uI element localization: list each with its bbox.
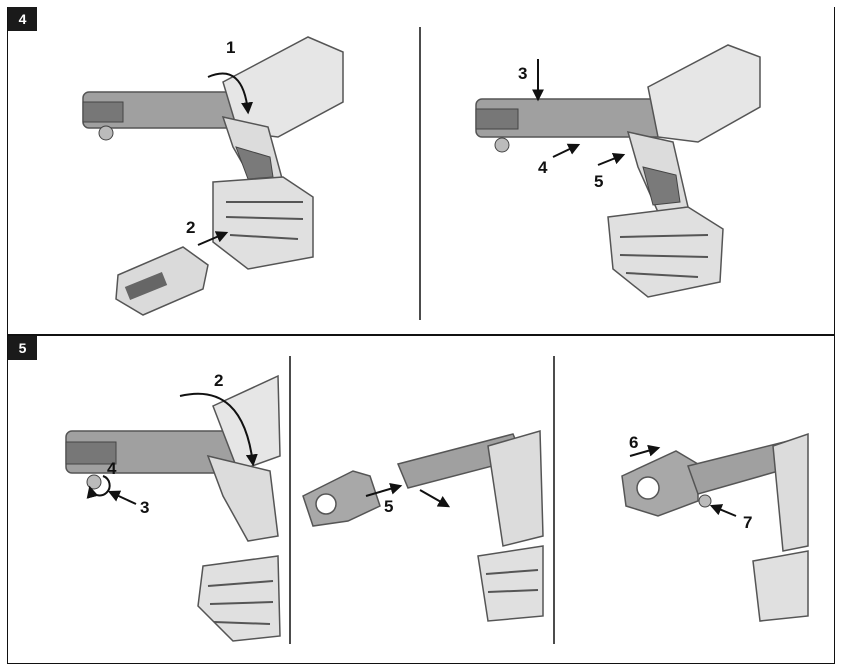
press-tool-panel-4b: 3 4 5: [475, 44, 761, 298]
figure-4: 4 1 2: [7, 7, 835, 335]
battery-mount: [197, 555, 281, 642]
callout-7: 7: [743, 513, 752, 532]
rotate-arrow-1: [207, 72, 254, 115]
insert-arrow-2: [197, 231, 229, 246]
callout-3: 3: [518, 64, 527, 83]
barrel-jaw-slot: [65, 441, 117, 465]
figure-number-5: 5: [8, 336, 37, 360]
insert-arrow: [365, 482, 403, 497]
press-tool-panel-4a: 1 2: [82, 36, 344, 316]
figure-number-4: 4: [8, 7, 37, 31]
barrel-jaw-slot: [475, 108, 519, 130]
battery-mount: [477, 545, 544, 622]
tool-housing: [647, 44, 761, 143]
tool-handle: [206, 454, 279, 542]
trigger-grip: [642, 166, 681, 206]
tool-body: [772, 432, 809, 552]
callout-1: 1: [226, 38, 235, 57]
slide-arrow-4: [552, 143, 581, 158]
battery-mount: [212, 176, 314, 270]
locking-pin: [494, 137, 510, 153]
tool-body: [487, 430, 544, 547]
callout-2: 2: [214, 371, 223, 390]
slide-arrow-6: [629, 444, 661, 457]
callout-3: 3: [140, 498, 149, 517]
press-jaw: [621, 450, 699, 517]
callout-5: 5: [384, 497, 393, 516]
figure-5: 5 2 4 3: [7, 335, 835, 664]
jaw-locked-panel-5c: 6 7: [621, 432, 809, 622]
battery-mount: [607, 206, 724, 298]
locking-pin: [98, 125, 114, 141]
locking-pin: [698, 494, 712, 508]
battery-mount: [752, 550, 809, 622]
jaw-insert-panel-5b: 5: [302, 430, 544, 622]
press-jaw: [302, 470, 381, 527]
callout-6: 6: [629, 433, 638, 452]
callout-2: 2: [186, 218, 195, 237]
figure-5-illustration: 2 4 3 5 6 7: [65, 356, 809, 644]
locking-pin: [86, 474, 102, 490]
callout-4: 4: [107, 459, 117, 478]
callout-5: 5: [594, 172, 603, 191]
turn-arrow-4: [86, 475, 111, 499]
release-arrow-5: [597, 152, 626, 166]
tool-housing: [212, 374, 281, 472]
press-arrow-3: [107, 490, 137, 505]
figure-4-illustration: 1 2 3 4 5: [82, 27, 761, 320]
pull-arrow: [419, 489, 451, 508]
push-pin-arrow-7: [709, 504, 737, 517]
callout-4: 4: [538, 158, 548, 177]
rotate-arrow-2: [179, 392, 258, 467]
jaw-release-panel-5a: 2 4 3: [65, 371, 281, 642]
barrel-jaw-slot: [82, 101, 124, 123]
